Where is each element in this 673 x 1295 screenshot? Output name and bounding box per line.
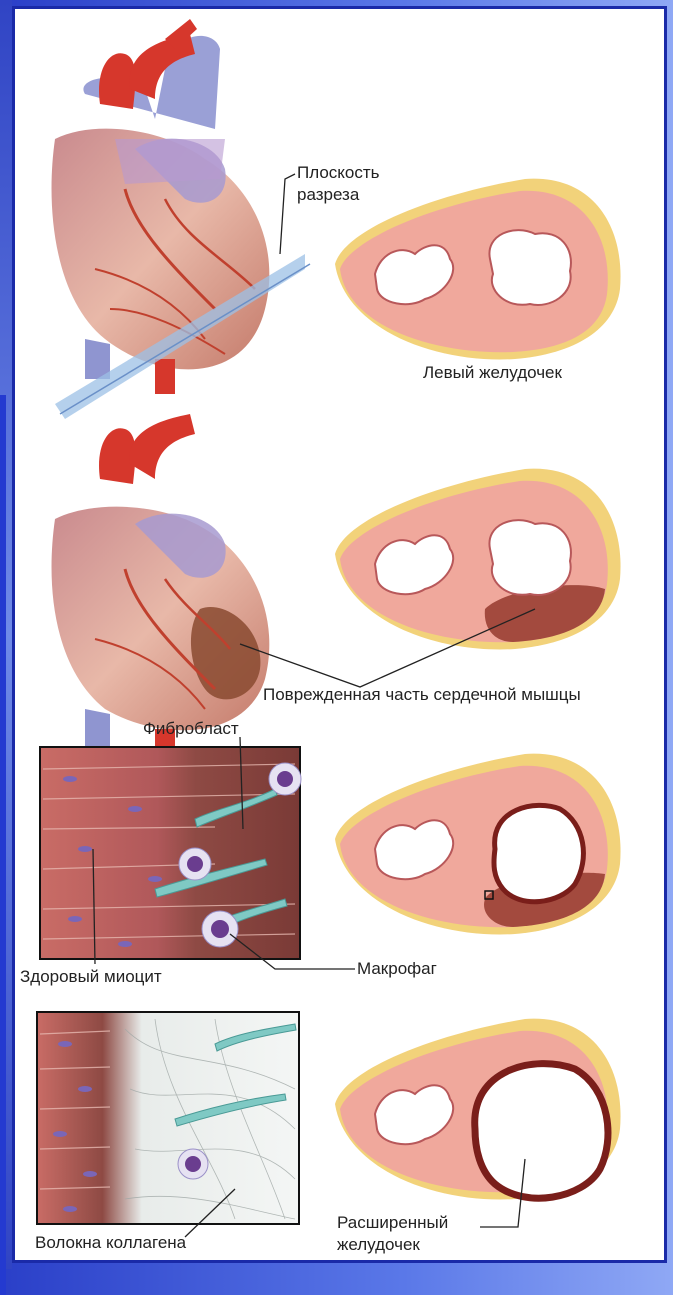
cross-section-4 <box>335 1019 621 1200</box>
heart-illustration-1 <box>52 19 270 394</box>
left-ventricle-label: Левый желудочек <box>423 363 562 383</box>
healthy-myocyte-label: Здоровый миоцит <box>20 967 162 987</box>
collagen-fibers-label: Волокна коллагена <box>35 1233 186 1253</box>
cut-plane-leader-line <box>280 174 295 254</box>
cut-plane-label-line2: разреза <box>297 185 359 205</box>
dilated-ventricle-label-line2: желудочек <box>337 1235 420 1255</box>
macrophage-label: Макрофаг <box>357 959 437 979</box>
damaged-muscle-label: Поврежденная часть сердечной мышцы <box>263 685 581 705</box>
slide-frame: Плоскость разреза Левый желудочек Повреж… <box>12 6 667 1263</box>
heart-illustration-2 <box>52 414 270 769</box>
fibroblast-label: Фибробласт <box>143 719 239 739</box>
cross-section-2 <box>335 469 621 650</box>
cross-section-3 <box>335 754 621 935</box>
cross-section-1 <box>335 179 621 360</box>
cut-plane-label-line1: Плоскость <box>297 163 380 183</box>
dilated-ventricle-label-line1: Расширенный <box>337 1213 448 1233</box>
tissue-panel-scar <box>37 1012 299 1224</box>
tissue-panel-healing <box>40 747 301 959</box>
left-accent-bar <box>0 395 6 1295</box>
